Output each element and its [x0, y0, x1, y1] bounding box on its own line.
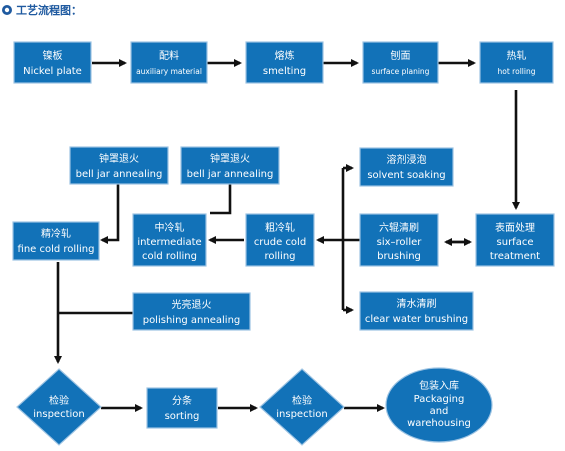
node-label-en: bell jar annealing — [76, 169, 163, 180]
node-sorting: 分条 sorting — [146, 387, 218, 429]
node-label-cn: 溶剂浸泡 — [387, 153, 427, 166]
node-label-en: rolling — [264, 251, 295, 262]
node-label-en: surface planing — [372, 67, 430, 76]
node-label-en: crude cold — [254, 237, 306, 248]
node-label-en: auxiliary material — [136, 67, 202, 76]
node-label-cn: 钟罩退火 — [99, 152, 139, 165]
node-label-cn: 包装入库 — [419, 379, 459, 392]
node-auxiliary-material: 配料 auxiliary material — [130, 41, 208, 84]
node-label-en: Packaging — [414, 394, 465, 405]
node-label-en: fine cold rolling — [18, 244, 95, 255]
node-label-cn: 钟罩退火 — [210, 152, 250, 165]
node-label-en: bell jar annealing — [187, 169, 274, 180]
node-label-en: and — [430, 406, 449, 417]
node-label-en: smelting — [263, 66, 306, 77]
node-label-cn: 热轧 — [507, 49, 527, 62]
node-label-cn: 检验 — [49, 394, 69, 407]
node-label-en: six–roller — [377, 237, 423, 248]
node-label-en: solvent soaking — [367, 170, 445, 181]
node-smelting: 熔炼 smelting — [245, 41, 324, 84]
node-label-cn: 粗冷轧 — [265, 221, 295, 234]
node-label-cn: 中冷轧 — [155, 221, 185, 234]
node-label-en: brushing — [377, 251, 421, 262]
node-label-cn: 精冷轧 — [41, 227, 71, 240]
node-surface-planing: 刨面 surface planing — [362, 41, 439, 84]
node-intermediate-cold-rolling: 中冷轧 intermediate cold rolling — [132, 213, 207, 267]
node-label-en: hot rolling — [498, 67, 536, 76]
node-inspection-2: 检验 inspection — [259, 368, 345, 446]
node-label-cn: 刨面 — [391, 49, 411, 62]
node-polishing-annealing: 光亮退火 polishing annealing — [132, 292, 251, 331]
node-label-en: warehousing — [407, 418, 471, 429]
node-label-en: Nickel plate — [23, 66, 82, 77]
node-label-en: intermediate — [137, 237, 201, 248]
node-label-cn: 配料 — [159, 49, 179, 62]
node-bell-jar-annealing-2: 钟罩退火 bell jar annealing — [180, 146, 280, 185]
node-clear-water-brushing: 清水清刷 clear water brushing — [359, 291, 474, 331]
node-label-cn: 镍板 — [43, 49, 63, 62]
node-label-cn: 熔炼 — [275, 49, 295, 62]
node-inspection-1: 检验 inspection — [16, 368, 102, 446]
node-solvent-soaking: 溶剂浸泡 solvent soaking — [359, 147, 454, 187]
heading-text: 工艺流程图： — [16, 3, 82, 17]
node-label-en: surface — [497, 237, 534, 248]
node-label-cn: 清水清刷 — [397, 297, 437, 310]
connectors — [54, 59, 520, 412]
node-label-en: polishing annealing — [143, 315, 241, 326]
node-packaging-warehousing: 包装入库 Packaging and warehousing — [385, 367, 493, 443]
node-surface-treatment: 表面处理 surface treatment — [475, 213, 555, 267]
node-label-en: inspection — [276, 409, 327, 420]
node-label-cn: 光亮退火 — [172, 298, 212, 311]
node-label-en: inspection — [33, 409, 84, 420]
node-fine-cold-rolling: 精冷轧 fine cold rolling — [12, 221, 100, 261]
arrow — [100, 183, 120, 244]
page-title: 工艺流程图： — [2, 3, 82, 17]
node-label-en: treatment — [490, 251, 540, 262]
node-hot-rolling: 热轧 hot rolling — [479, 41, 554, 84]
node-label-en: clear water brushing — [365, 314, 468, 325]
node-six-roller-brushing: 六辊清刷 six–roller brushing — [359, 213, 439, 267]
node-label-en: sorting — [165, 411, 200, 422]
node-nickel-plate: 镍板 Nickel plate — [13, 41, 92, 84]
node-bell-jar-annealing-1: 钟罩退火 bell jar annealing — [69, 146, 169, 185]
connector-line — [210, 183, 232, 215]
node-crude-cold-rolling: 粗冷轧 crude cold rolling — [245, 213, 315, 267]
node-label-cn: 分条 — [172, 394, 192, 407]
node-label-cn: 表面处理 — [495, 221, 535, 234]
node-label-cn: 检验 — [292, 394, 312, 407]
node-label-en: cold rolling — [142, 251, 197, 262]
node-label-cn: 六辊清刷 — [379, 221, 419, 234]
